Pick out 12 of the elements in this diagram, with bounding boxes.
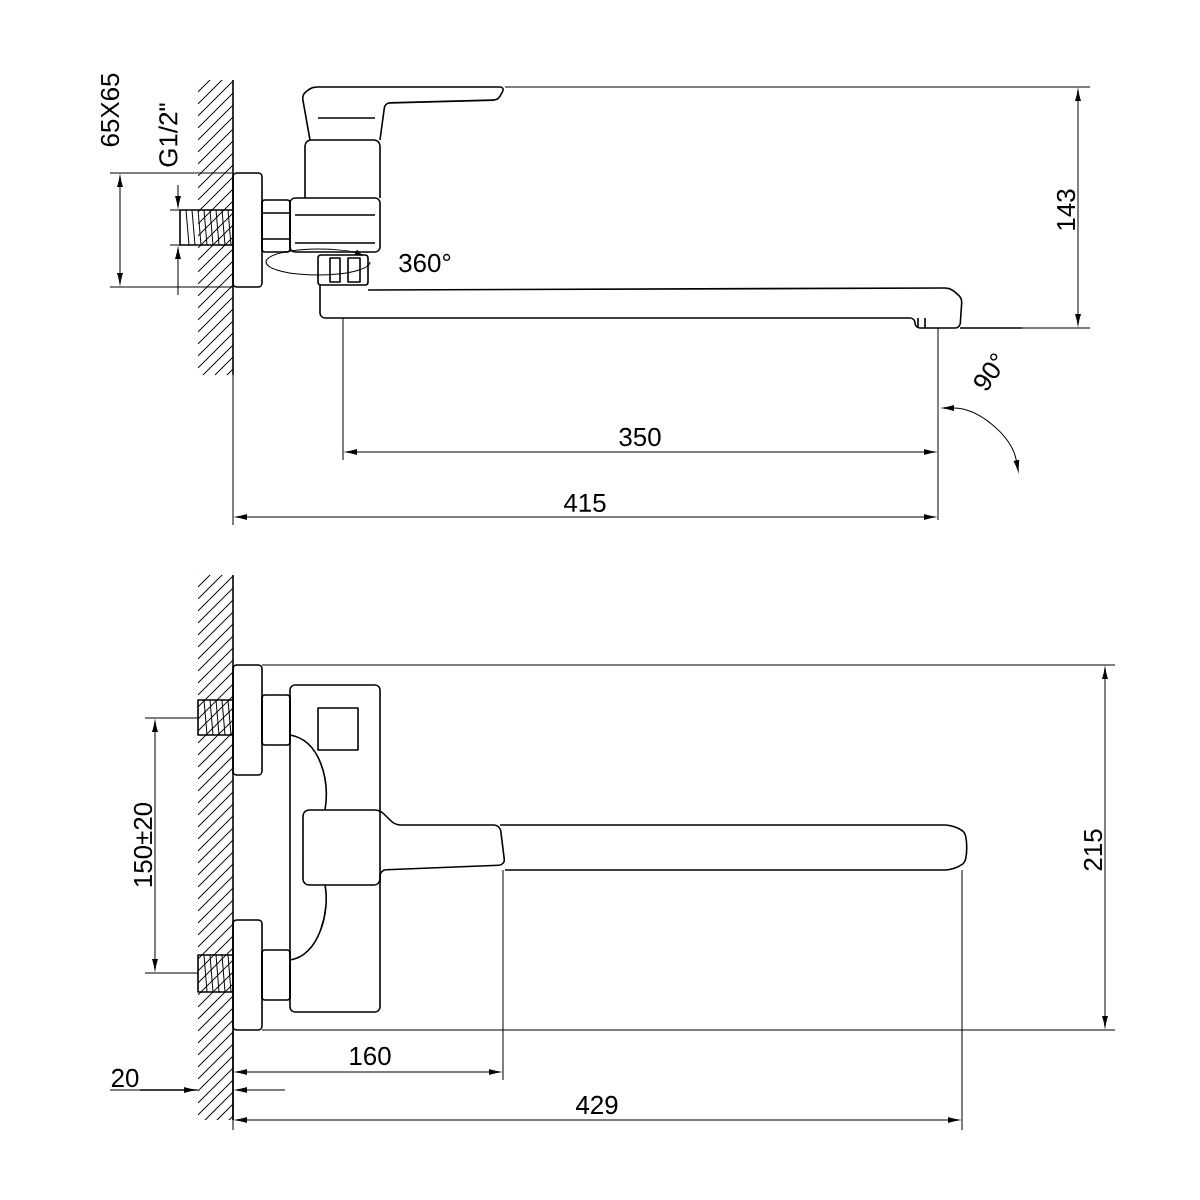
dimension-label: 90° bbox=[974, 353, 1000, 391]
dimension-label: 429 bbox=[576, 1095, 618, 1115]
dimension-label: 415 bbox=[564, 493, 606, 513]
dimension-label: 215 bbox=[1083, 829, 1103, 871]
dimension-label: 160 bbox=[350, 1046, 391, 1066]
dimension-label: 150±20 bbox=[133, 802, 153, 887]
dimension-label: 360° bbox=[399, 253, 451, 273]
dimension-label: G1/2" bbox=[158, 103, 178, 167]
dimension-label: 65X65 bbox=[100, 73, 120, 147]
dimension-label: 350 bbox=[619, 427, 661, 447]
dimension-label: 20 bbox=[111, 1068, 139, 1088]
dimension-label: 143 bbox=[1056, 189, 1076, 230]
